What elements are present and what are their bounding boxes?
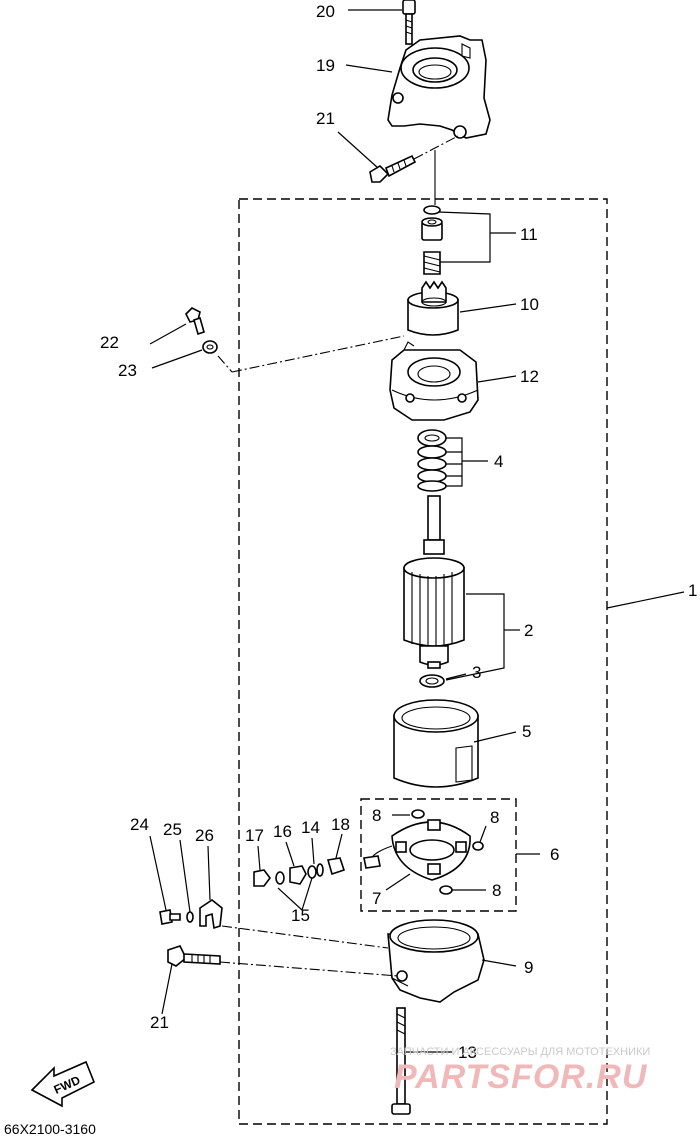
fwd-arrow-icon: [30, 1060, 96, 1108]
label-part-2: 2: [524, 621, 533, 640]
terminal-hardware-drawing: [253, 857, 346, 887]
label-part-3: 3: [472, 663, 481, 682]
label-part-13: 13: [458, 1043, 477, 1062]
label-part-20: 20: [316, 2, 335, 21]
label-part-16: 16: [273, 822, 292, 841]
label-part-21-upper: 21: [316, 109, 335, 128]
label-part-25: 25: [163, 820, 182, 839]
leader-lines: [149, 9, 685, 1053]
top-bolt-drawing: [402, 0, 416, 45]
label-part-19: 19: [316, 56, 335, 75]
label-part-8-bottom: 8: [492, 881, 501, 900]
label-part-24: 24: [130, 815, 149, 834]
label-part-26: 26: [195, 826, 214, 845]
watermark-tagline: ЗАПЧАСТИ И АКСЕССУАРЫ ДЛЯ МОТОТЕХНИКИ: [390, 1046, 650, 1058]
label-part-14: 14: [301, 818, 320, 837]
upper-side-bolt-drawing: [369, 135, 459, 183]
brush-holder-drawing: [363, 809, 484, 895]
label-part-22: 22: [100, 333, 119, 352]
label-part-11: 11: [520, 225, 538, 244]
label-part-8-top: 8: [372, 806, 381, 825]
label-part-8-right: 8: [490, 808, 499, 827]
assembly-boundary: [238, 198, 608, 1125]
label-part-9: 9: [524, 958, 533, 977]
label-part-17: 17: [245, 826, 264, 845]
label-part-10: 10: [520, 295, 539, 314]
label-part-6: 6: [550, 845, 559, 864]
lower-clip-hardware-drawing: [159, 899, 389, 949]
through-bolt-drawing: [391, 1007, 411, 1115]
armature-drawing: [403, 495, 465, 669]
watermark: ЗАПЧАСТИ И АКСЕССУАРЫ ДЛЯ МОТОТЕХНИКИ PA…: [390, 1046, 650, 1096]
label-part-15: 15: [291, 906, 310, 925]
armature-washer-drawing: [419, 674, 445, 688]
pinion-stop-drawing: [421, 205, 443, 275]
small-bolt-washer-drawing: [185, 307, 233, 373]
brush-holder-boundary: [360, 798, 517, 912]
label-part-4: 4: [494, 452, 503, 471]
part-labels: 20 19 21 11 10 22 23 12 4 1 2 3 5 8 8 6 …: [100, 2, 697, 1062]
watermark-brand: PARTSFOR.RU: [394, 1058, 648, 1096]
yoke-drawing: [393, 699, 479, 788]
front-cover-drawing: [231, 335, 479, 421]
rear-cover-drawing: [387, 919, 485, 1003]
label-part-5: 5: [522, 722, 531, 741]
upper-bracket-drawing: [387, 35, 491, 139]
pinion-gear-drawing: [407, 280, 459, 336]
label-part-18: 18: [331, 815, 350, 834]
label-part-7: 7: [372, 889, 381, 908]
diagram-code: 66X2100-3160: [4, 1121, 96, 1137]
label-part-21-lower: 21: [150, 1013, 169, 1032]
label-part-12: 12: [520, 367, 539, 386]
label-part-23: 23: [118, 361, 137, 380]
lower-side-bolt-drawing: [167, 945, 399, 977]
shim-stack-drawing: [417, 429, 447, 492]
label-part-1: 1: [688, 581, 697, 600]
fwd-arrow: FWD: [30, 1060, 96, 1108]
